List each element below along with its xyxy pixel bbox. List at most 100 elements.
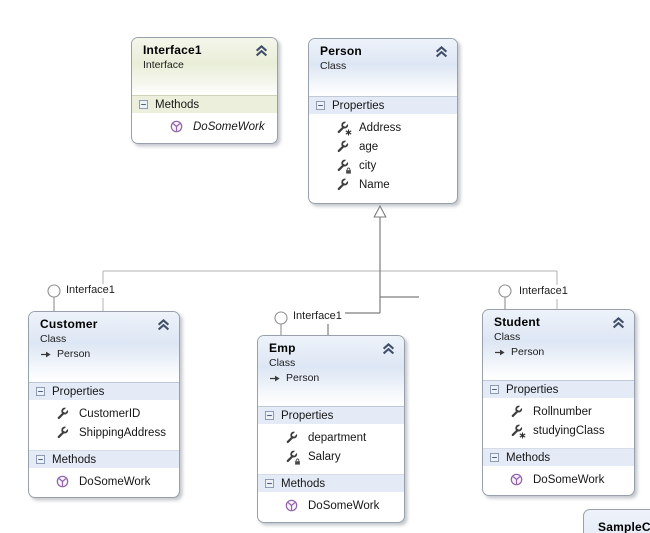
lollipop-label-emp[interactable]: Interface1 (290, 310, 345, 324)
property-name: city (359, 159, 377, 172)
collapse-chevron-icon[interactable] (612, 317, 625, 329)
minus-box-icon[interactable] (139, 100, 148, 109)
minus-box-icon[interactable] (36, 387, 45, 396)
section-properties[interactable]: Properties (258, 406, 404, 424)
property-name: ShippingAddress (79, 426, 166, 439)
section-methods[interactable]: Methods (258, 474, 404, 492)
member-list: Rollnumber studyingClass (483, 398, 634, 440)
method-name: DoSomeWork (533, 473, 605, 486)
lollipop-label-customer[interactable]: Interface1 (63, 284, 118, 298)
minus-box-icon[interactable] (490, 453, 499, 462)
member-list: DoSomeWork (258, 492, 404, 515)
minus-box-icon[interactable] (265, 411, 274, 420)
property-name: age (359, 140, 379, 153)
property-wrench-icon (510, 405, 523, 418)
section-properties[interactable]: Properties (309, 96, 457, 114)
class-box-person[interactable]: Person Class Properties Address age (308, 38, 458, 204)
class-box-emp[interactable]: Emp Class Person Properties department S… (257, 335, 405, 523)
lollipop-circle-icon (274, 311, 288, 325)
member-list: DoSomeWork (132, 113, 277, 136)
interface-box-interface1[interactable]: Interface1 Interface Methods DoSomeWork (131, 37, 278, 144)
minus-box-icon[interactable] (316, 101, 325, 110)
box-header: Emp Class Person (258, 336, 404, 406)
base-class-row: Person (269, 372, 380, 384)
box-header: Person Class (309, 39, 457, 96)
lollipop-interface-student[interactable] (498, 284, 512, 309)
lollipop-label-student[interactable]: Interface1 (516, 285, 571, 299)
class-box-customer[interactable]: Customer Class Person Properties Custome… (28, 311, 180, 498)
minus-box-icon[interactable] (265, 479, 274, 488)
method-row[interactable]: DoSomeWork (483, 470, 634, 489)
property-row[interactable]: studyingClass (483, 421, 634, 440)
property-name: Rollnumber (533, 405, 592, 418)
method-icon (56, 475, 69, 488)
base-class-arrow-icon (494, 348, 506, 357)
property-row[interactable]: CustomerID (29, 404, 179, 423)
section-label: Methods (52, 453, 97, 466)
property-name: studyingClass (533, 424, 605, 437)
section-methods[interactable]: Methods (29, 450, 179, 468)
lollipop-interface-customer[interactable] (47, 284, 61, 311)
property-row[interactable]: Salary (258, 447, 404, 466)
box-title: Customer (40, 317, 98, 331)
section-methods[interactable]: Methods (483, 448, 634, 466)
section-label: Methods (506, 451, 551, 464)
inheritance-connector-person[interactable] (327, 204, 419, 335)
property-wrench-lock-icon (336, 159, 349, 172)
property-wrench-lock-icon (285, 450, 298, 463)
property-wrench-icon (336, 178, 349, 191)
property-row[interactable]: department (258, 428, 404, 447)
property-row[interactable]: Address (309, 118, 457, 137)
method-icon (510, 473, 523, 486)
property-row[interactable]: city (309, 156, 457, 175)
method-icon (170, 120, 183, 133)
box-title: SampleCla (598, 520, 650, 533)
method-row[interactable]: DoSomeWork (258, 496, 404, 515)
box-header: Customer Class Person (29, 312, 179, 382)
minus-box-icon[interactable] (36, 455, 45, 464)
method-name: DoSomeWork (79, 475, 151, 488)
property-wrench-icon (56, 407, 69, 420)
section-methods[interactable]: Methods (132, 95, 277, 113)
minus-box-icon[interactable] (490, 385, 499, 394)
base-class-name: Person (57, 348, 91, 360)
box-title: Person (320, 44, 362, 58)
section-label: Properties (52, 385, 105, 398)
section-properties[interactable]: Properties (483, 380, 634, 398)
method-name: DoSomeWork (193, 120, 265, 133)
member-list: DoSomeWork (29, 468, 179, 491)
property-row[interactable]: age (309, 137, 457, 156)
collapse-chevron-icon[interactable] (255, 45, 268, 57)
section-label: Methods (155, 98, 200, 111)
box-title: Emp (269, 341, 296, 355)
collapse-chevron-icon[interactable] (435, 46, 448, 58)
property-name: Address (359, 121, 402, 134)
box-kind: Class (320, 60, 347, 72)
base-class-arrow-icon (269, 374, 281, 383)
class-box-sampleclass-partial[interactable]: SampleCla (583, 509, 650, 533)
member-list: DoSomeWork (483, 466, 634, 489)
collapse-chevron-icon[interactable] (382, 343, 395, 355)
property-wrench-icon (336, 140, 349, 153)
property-row[interactable]: ShippingAddress (29, 423, 179, 442)
member-list: department Salary (258, 424, 404, 466)
section-properties[interactable]: Properties (29, 382, 179, 400)
collapse-chevron-icon[interactable] (157, 319, 170, 331)
class-box-student[interactable]: Student Class Person Properties Rollnumb… (482, 309, 635, 496)
box-header: Student Class Person (483, 310, 634, 380)
property-wrench-star-icon (336, 121, 349, 134)
lollipop-interface-emp[interactable] (274, 311, 288, 335)
method-row[interactable]: DoSomeWork (29, 472, 179, 491)
box-title: Student (494, 315, 541, 329)
base-class-arrow-icon (40, 350, 52, 359)
method-row[interactable]: DoSomeWork (132, 117, 277, 136)
property-row[interactable]: Rollnumber (483, 402, 634, 421)
lollipop-circle-icon (47, 284, 61, 298)
property-wrench-star-icon (510, 424, 523, 437)
method-icon (285, 499, 298, 512)
property-row[interactable]: Name (309, 175, 457, 194)
inheritance-branch-connector[interactable] (102, 270, 558, 311)
section-label: Properties (506, 383, 559, 396)
